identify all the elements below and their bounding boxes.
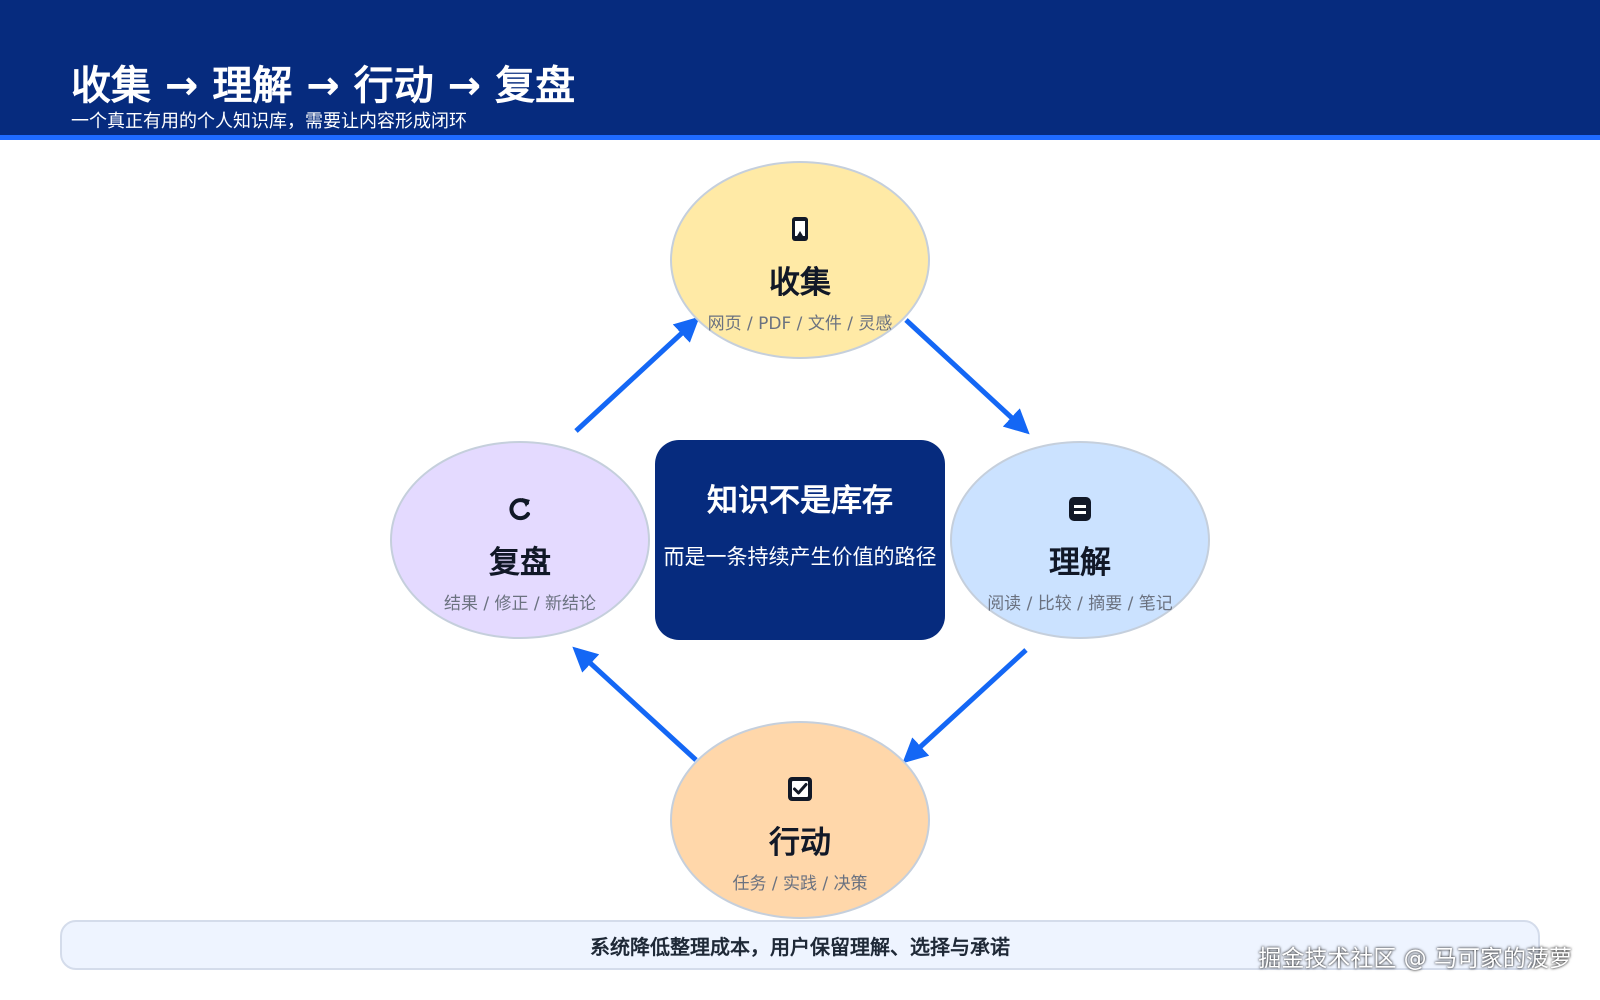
node-sub: 阅读 / 比较 / 摘要 / 笔记 xyxy=(987,594,1173,614)
node-sub: 结果 / 修正 / 新结论 xyxy=(443,594,597,614)
page-subtitle: 一个真正有用的个人知识库，需要让内容形成闭环 xyxy=(71,111,467,132)
arrow-act-to-review xyxy=(572,646,698,762)
node-review: 复盘 结果 / 修正 / 新结论 xyxy=(390,441,650,639)
node-sub: 网页 / PDF / 文件 / 灵感 xyxy=(707,314,893,334)
footer-text: 系统降低整理成本，用户保留理解、选择与承诺 xyxy=(590,935,1010,959)
center-card: 知识不是库存 而是一条持续产生价值的路径 xyxy=(655,440,945,640)
arrow-understand-to-act xyxy=(902,648,1028,764)
checkbox-icon xyxy=(787,775,813,803)
watermark: 掘金技术社区 @ 马可家的菠萝 xyxy=(1258,946,1572,972)
arrow-review-to-collect xyxy=(574,316,700,433)
note-icon xyxy=(1067,495,1093,523)
center-title: 知识不是库存 xyxy=(707,483,893,519)
node-collect: 收集 网页 / PDF / 文件 / 灵感 xyxy=(670,161,930,359)
node-understand: 理解 阅读 / 比较 / 摘要 / 笔记 xyxy=(950,441,1210,639)
tablet-icon xyxy=(787,215,813,243)
header-banner: 收集 → 理解 → 行动 → 复盘 一个真正有用的个人知识库，需要让内容形成闭环 xyxy=(0,0,1600,140)
footer-banner: 系统降低整理成本，用户保留理解、选择与承诺 xyxy=(60,920,1540,970)
node-label: 收集 xyxy=(769,265,831,301)
node-label: 理解 xyxy=(1049,545,1111,581)
node-label: 行动 xyxy=(769,825,831,861)
arrow-collect-to-understand xyxy=(904,318,1030,435)
node-act: 行动 任务 / 实践 / 决策 xyxy=(670,721,930,919)
refresh-icon xyxy=(507,495,533,523)
node-label: 复盘 xyxy=(489,545,551,581)
node-sub: 任务 / 实践 / 决策 xyxy=(732,874,868,894)
center-subtitle: 而是一条持续产生价值的路径 xyxy=(663,545,937,569)
page-title: 收集 → 理解 → 行动 → 复盘 xyxy=(71,63,576,109)
